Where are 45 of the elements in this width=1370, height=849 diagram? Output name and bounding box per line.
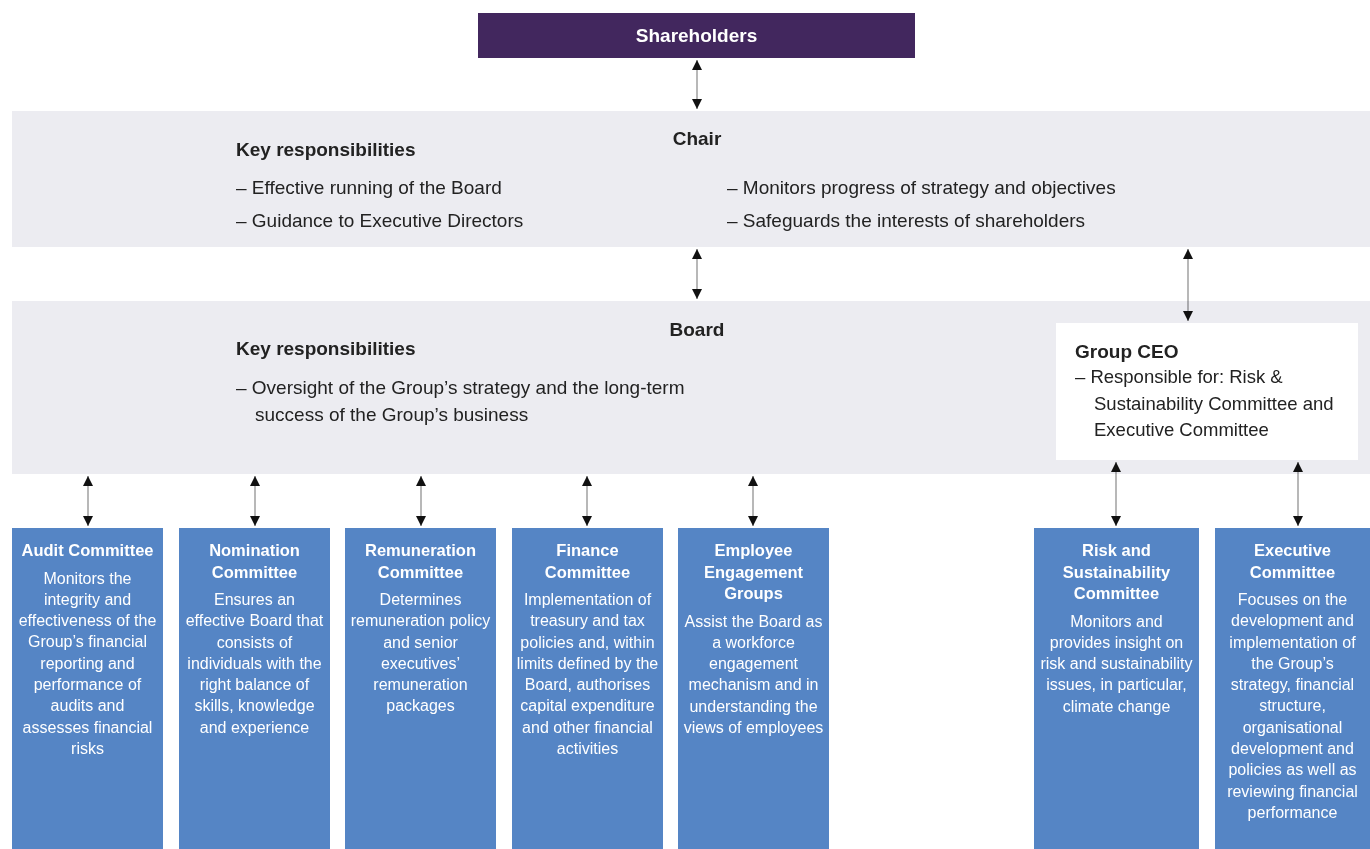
committee-box <box>179 528 330 849</box>
double-arrow <box>250 475 260 527</box>
committee-box <box>12 528 163 849</box>
heading: Chair <box>671 128 723 150</box>
double-arrow <box>1111 461 1121 527</box>
double-arrow <box>83 475 93 527</box>
bullet-text: – Monitors progress of strategy and objectives <box>727 176 1117 200</box>
heading: Group CEO <box>1075 341 1180 363</box>
heading: Audit Committee <box>20 540 155 561</box>
double-arrow <box>416 475 426 527</box>
committee-box <box>1215 528 1370 849</box>
description: Assist the Board as a workforce engagement mechanism and in understanding the views of employees <box>682 611 825 738</box>
committee-box <box>345 528 496 849</box>
heading: Risk and Sustainability Committee <box>1061 540 1172 604</box>
double-arrow <box>582 475 592 527</box>
double-arrow <box>1183 248 1193 322</box>
description: Monitors the integrity and effectiveness of the Group’s financial reporting and performance of audits and assesses financial risks <box>17 568 158 759</box>
double-arrow <box>1293 461 1303 527</box>
title-text: Shareholders <box>635 24 758 47</box>
subheading: Key responsibilities <box>236 338 417 360</box>
committee-box <box>512 528 663 849</box>
heading: Executive Committee <box>1248 540 1337 583</box>
double-arrow <box>692 248 702 300</box>
bullet-text: – Guidance to Executive Directors <box>236 209 525 233</box>
committee-box <box>1034 528 1199 849</box>
description: Implementation of treasury and tax policies and, within limits defined by the Board, authorises capital expenditure and other financial activities <box>516 590 659 760</box>
heading: Board <box>668 319 726 341</box>
heading: Finance Committee <box>543 540 632 583</box>
double-arrow <box>748 475 758 527</box>
header-box <box>478 13 915 58</box>
description: Determines remuneration policy and senior executives’ remuneration packages <box>349 590 492 717</box>
panel <box>12 301 1370 474</box>
heading: Employee Engagement Groups <box>703 540 804 604</box>
bullet-text: – Responsible for: Risk & Sustainability Committee and Executive Committee <box>1075 365 1335 442</box>
description: Monitors and provides insight on risk and sustainability issues, in particular, climate change <box>1039 611 1194 717</box>
bullet-text: – Effective running of the Board <box>236 176 503 200</box>
description: Ensures an effective Board that consists of individuals with the right balance of skills, knowledge and experience <box>184 590 325 738</box>
heading: Remuneration Committee <box>364 540 477 583</box>
subheading: Key responsibilities <box>236 139 417 161</box>
description: Focuses on the development and implementation of the Group’s strategy, financial structure, organisational development and policies as well as reviewing financial performance <box>1226 590 1359 823</box>
heading: Nomination Committee <box>208 540 301 583</box>
double-arrow <box>692 59 702 110</box>
committee-box <box>678 528 829 849</box>
bullet-text: – Oversight of the Group’s strategy and the long-term success of the Group’s business <box>236 376 685 427</box>
bullet-text: – Safeguards the interests of shareholders <box>727 209 1087 233</box>
